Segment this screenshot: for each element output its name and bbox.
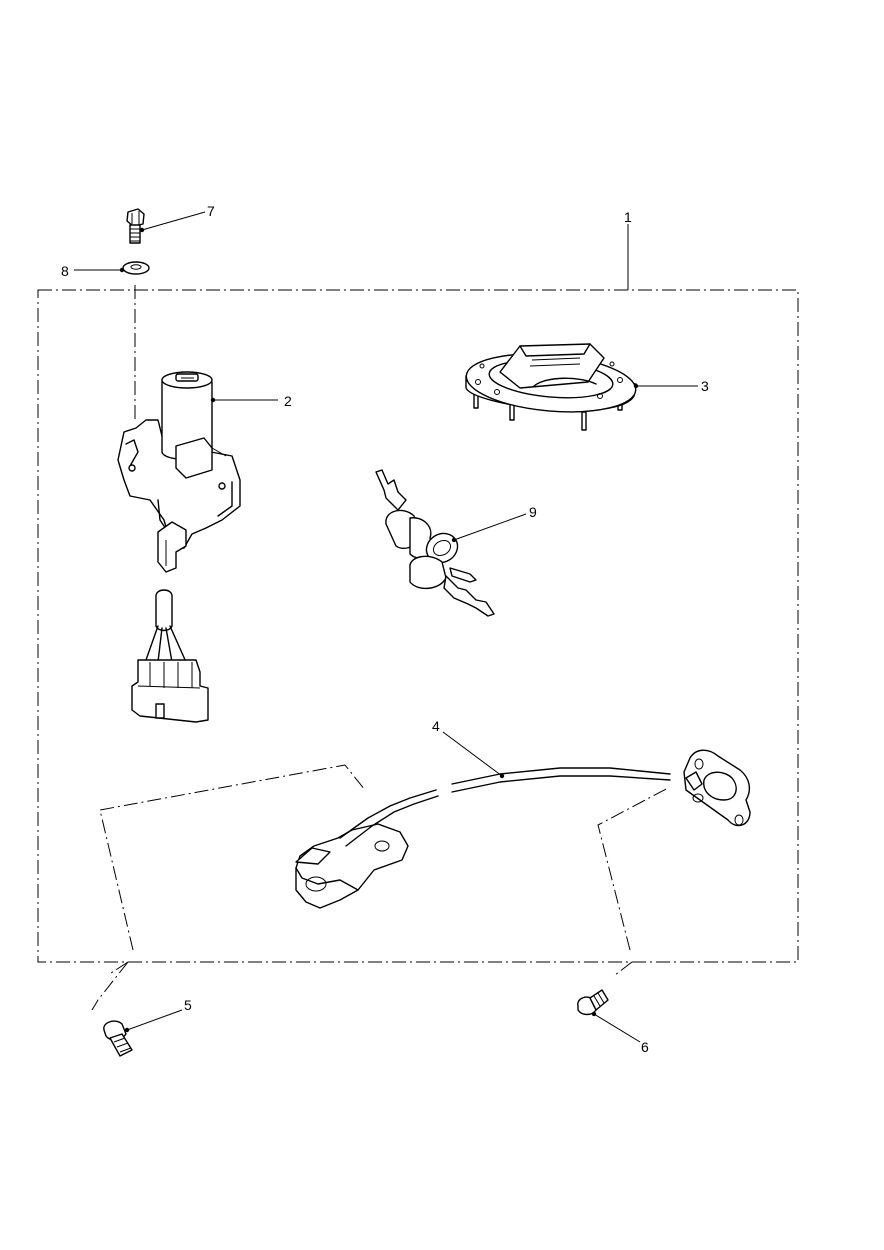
kit-boundary [37, 289, 799, 963]
screw-part-5 [103, 1020, 133, 1057]
bolt-part-7 [126, 208, 145, 244]
leader-lines [74, 211, 698, 1043]
callout-5: 5 [184, 997, 192, 1013]
callout-8: 8 [61, 263, 69, 279]
callout-6: 6 [641, 1039, 649, 1055]
callout-2: 2 [284, 393, 292, 409]
callout-3: 3 [701, 378, 709, 394]
ignition-switch-part-2 [117, 371, 241, 573]
assembly-lines [91, 285, 669, 1011]
callout-7: 7 [207, 203, 215, 219]
callout-9: 9 [529, 504, 537, 520]
keys-part-9 [375, 469, 495, 617]
screw-part-6 [577, 989, 609, 1016]
fuel-cap-part-3 [465, 343, 637, 431]
seat-lock-cable-part-4 [295, 749, 751, 909]
ignition-connector [131, 589, 209, 723]
callout-1: 1 [624, 209, 632, 225]
washer-part-8 [122, 261, 150, 275]
callout-4: 4 [432, 718, 440, 734]
